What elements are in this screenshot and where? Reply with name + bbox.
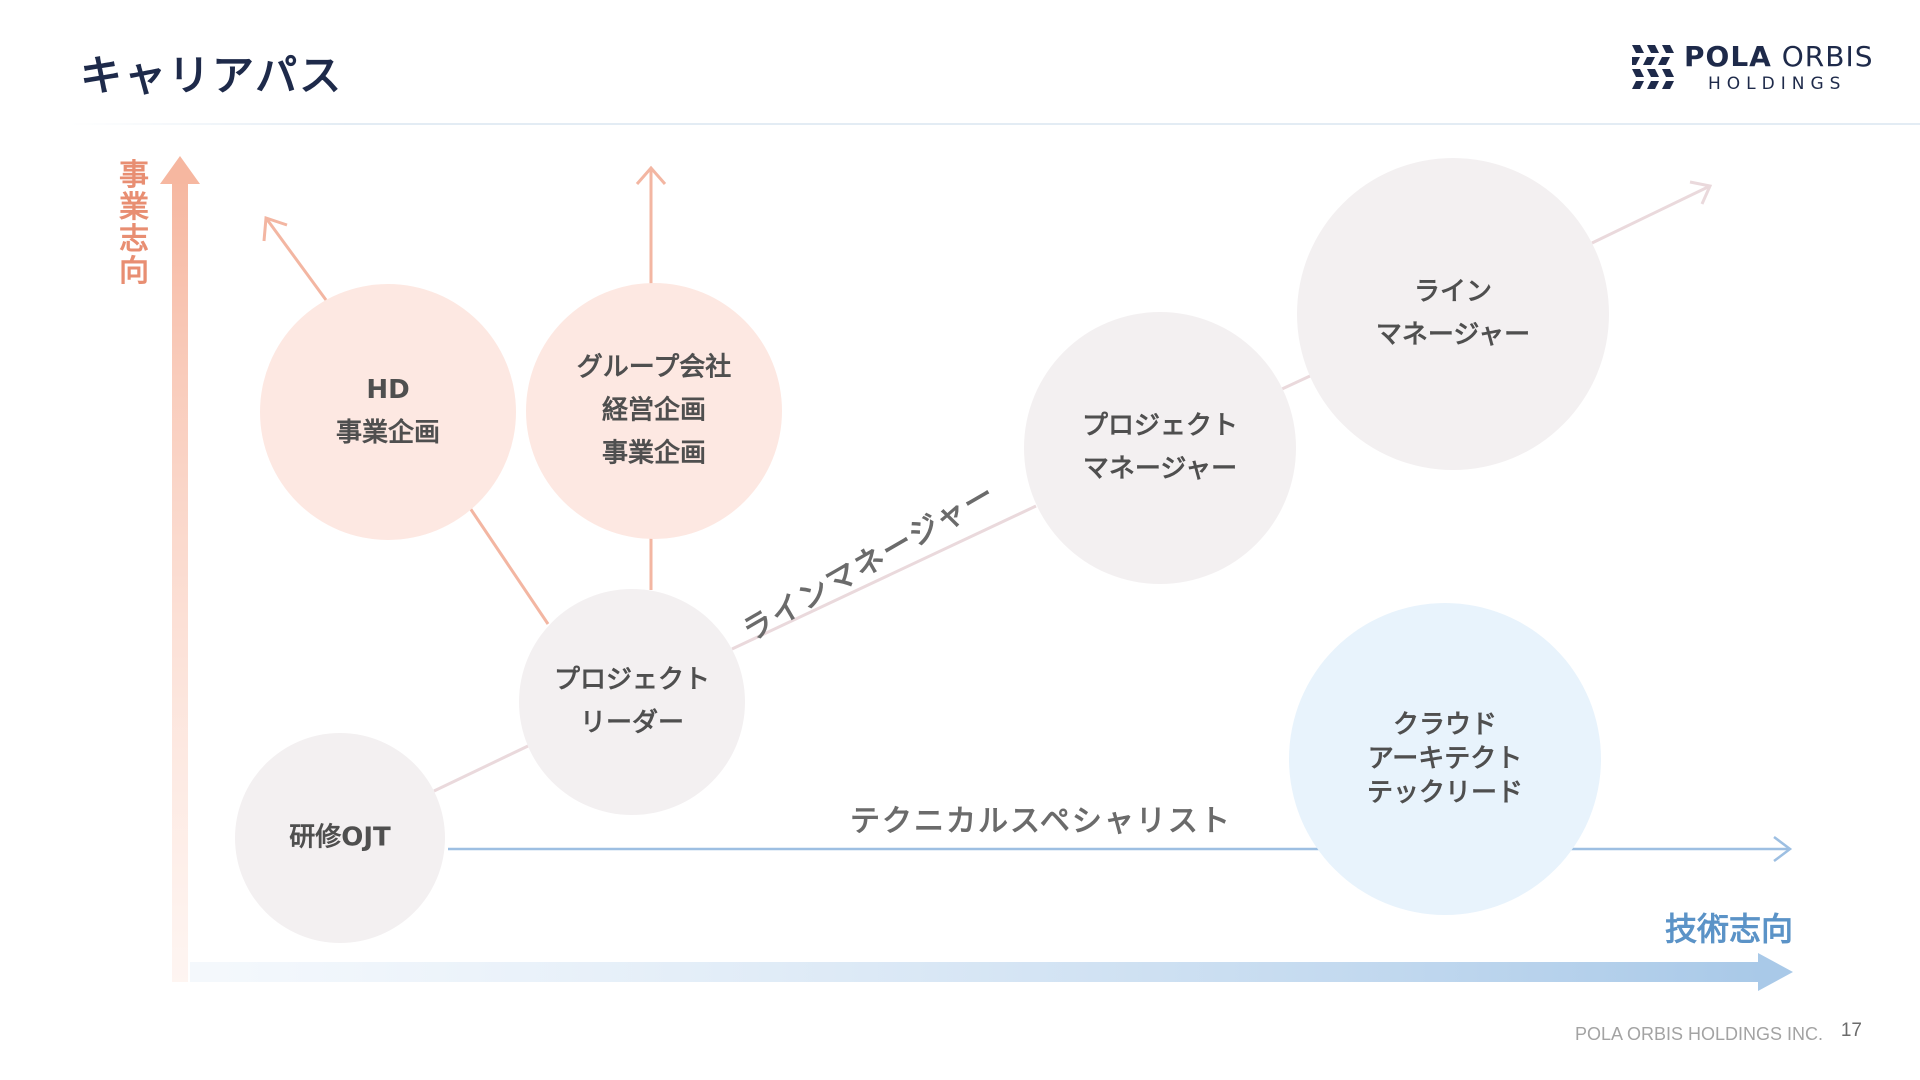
node-text: アーキテクト bbox=[1367, 744, 1523, 774]
x-axis-label: 技術志向 bbox=[1664, 910, 1793, 948]
node-bubble-project-leader bbox=[519, 589, 745, 815]
y-axis-arrowhead bbox=[160, 156, 200, 184]
node-text: 研修OJT bbox=[289, 822, 391, 853]
logo-wordmark: POLA ORBIS bbox=[1684, 40, 1873, 73]
path-hd-up bbox=[264, 217, 328, 301]
path-linemgr-arrowhead bbox=[1689, 180, 1713, 205]
logo-subtext: HOLDINGS bbox=[1708, 74, 1847, 94]
node-project-manager: プロジェクト マネージャー bbox=[1082, 405, 1238, 491]
path-hd-arrowhead bbox=[262, 215, 288, 242]
node-text: クラウド bbox=[1392, 710, 1498, 740]
logo-word-pola: POLA bbox=[1684, 40, 1772, 73]
node-text: プロジェクト bbox=[553, 665, 711, 695]
path-technical-arrowhead bbox=[1773, 836, 1793, 862]
node-group-planning: グループ会社 経営企画 事業企画 bbox=[577, 347, 731, 476]
node-bubble-cloud-tech bbox=[1289, 603, 1601, 915]
path-leader-to-pm bbox=[731, 504, 1037, 651]
x-axis-arrowhead bbox=[1758, 953, 1793, 991]
logo-word-orbis: ORBIS bbox=[1781, 40, 1874, 73]
y-axis-label: 事 業 志 向 bbox=[117, 160, 151, 288]
node-text: マネージャー bbox=[1082, 454, 1238, 484]
path-leader-to-hd bbox=[468, 507, 550, 625]
node-text: 経営企画 bbox=[601, 395, 707, 426]
node-line-manager: ライン マネージャー bbox=[1376, 271, 1530, 357]
path-group-arrowhead bbox=[635, 165, 667, 185]
path-training-to-leader bbox=[433, 744, 529, 793]
footer-company-name: POLA ORBIS HOLDINGS INC. bbox=[1574, 1024, 1823, 1044]
node-bubble-hd-planning bbox=[260, 284, 516, 540]
page-title: キャリアパス bbox=[80, 51, 344, 100]
node-bubble-group-planning bbox=[526, 283, 782, 539]
node-text: マネージャー bbox=[1375, 320, 1531, 350]
node-text: テックリード bbox=[1366, 778, 1524, 808]
y-axis-char: 業 bbox=[119, 190, 149, 225]
node-bubble-project-manager bbox=[1024, 312, 1296, 584]
y-axis-char: 志 bbox=[119, 222, 149, 257]
company-logo: POLA ORBIS HOLDINGS bbox=[1632, 40, 1873, 98]
node-cloud-tech: クラウド アーキテクト テックリード bbox=[1367, 708, 1523, 810]
node-text: リーダー bbox=[579, 708, 685, 738]
node-text: 事業企画 bbox=[335, 418, 441, 448]
path-linemgr-extension bbox=[1591, 184, 1711, 245]
node-text: 事業企画 bbox=[601, 438, 707, 469]
path-pm-to-linemgr bbox=[1281, 374, 1311, 391]
path-label-technical-specialist: テクニカルスペシャリスト bbox=[850, 804, 1232, 839]
node-training: 研修OJT bbox=[289, 817, 391, 860]
y-axis-char: 向 bbox=[119, 254, 149, 289]
node-text: ライン bbox=[1413, 277, 1492, 307]
logo-mark-icon bbox=[1632, 45, 1674, 89]
node-text: HD bbox=[366, 375, 410, 405]
node-text: プロジェクト bbox=[1081, 411, 1239, 441]
y-axis-char: 事 bbox=[119, 158, 149, 193]
node-hd-planning: HD 事業企画 bbox=[336, 369, 440, 455]
node-text: グループ会社 bbox=[576, 352, 732, 383]
header-divider bbox=[70, 123, 1920, 125]
node-bubble-line-manager bbox=[1297, 158, 1609, 470]
node-bubble-training bbox=[235, 733, 445, 943]
page-number: 17 bbox=[1840, 1020, 1862, 1041]
y-axis-bar bbox=[172, 178, 188, 982]
x-axis-bar bbox=[190, 962, 1760, 982]
node-project-leader: プロジェクト リーダー bbox=[554, 659, 710, 745]
